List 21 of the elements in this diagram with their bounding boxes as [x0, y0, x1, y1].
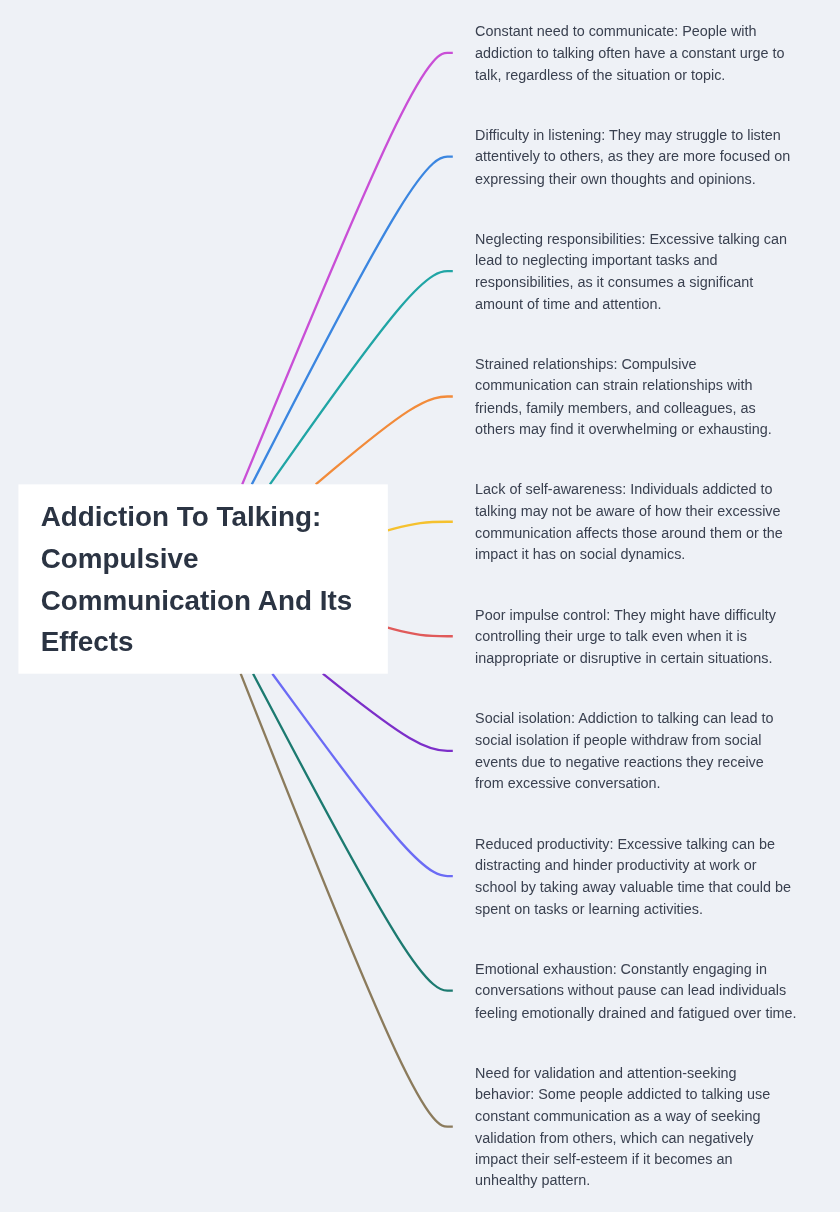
node-text: Strained relationships: Compulsive communication can strain relationships with friends, family members, and colleagues, as others may find it overwhelming or exhausting. [474, 356, 772, 437]
connector [387, 626, 453, 638]
connector [387, 520, 453, 532]
node-text: Neglecting responsibilities: Excessive talking can lead to neglecting important tasks and responsibilities, as it consumes a significant amount of time and attention. [474, 230, 787, 312]
node-text: Constant need to communicate: People with addiction to talking often have a constant urge to talk, regardless of the situation or topic. [474, 23, 785, 83]
connector [321, 672, 453, 752]
connector [251, 673, 453, 992]
node-text: Social isolation: Addiction to talking can lead to social isolation if people withdraw from social events due to negative reactions they receive from excessive conversation. [474, 710, 774, 791]
node-text: Poor impulse control: They might have difficulty controlling their urge to talk even when it is inappropriate or disruptive in certain situations. [474, 606, 776, 666]
node-text: Need for validation and attention-seeking behavior: Some people addicted to talking use constant communication as a way of seeking validation from others, which can negatively impact their self-esteem if it becomes an unhealthy pattern. [474, 1064, 770, 1189]
node-text: Difficulty in listening: They may struggle to listen attentively to others, as they are more focused on expressing their own thoughts and opinions. [474, 127, 790, 187]
connector [314, 395, 453, 486]
connector [240, 51, 453, 485]
connector [250, 155, 453, 485]
connector [239, 673, 453, 1128]
node-text: Lack of self-awareness: Individuals addicted to talking may not be aware of how their excessive communication affects those around them or the impact it has on social dynamics. [474, 481, 783, 562]
connector [271, 673, 453, 878]
node-box: Addiction To Talking: Compulsive Communication And Its Effects [18, 484, 388, 674]
node-text: Reduced productivity: Excessive talking can be distracting and hinder productivity at work or school by taking away valuable time that could be spent on tasks or learning activities. [474, 835, 791, 917]
node-text: Emotional exhaustion: Constantly engaging in conversations without pause can lead individuals feeling emotionally drained and fatigued over time. [474, 961, 797, 1020]
connector [268, 270, 453, 486]
